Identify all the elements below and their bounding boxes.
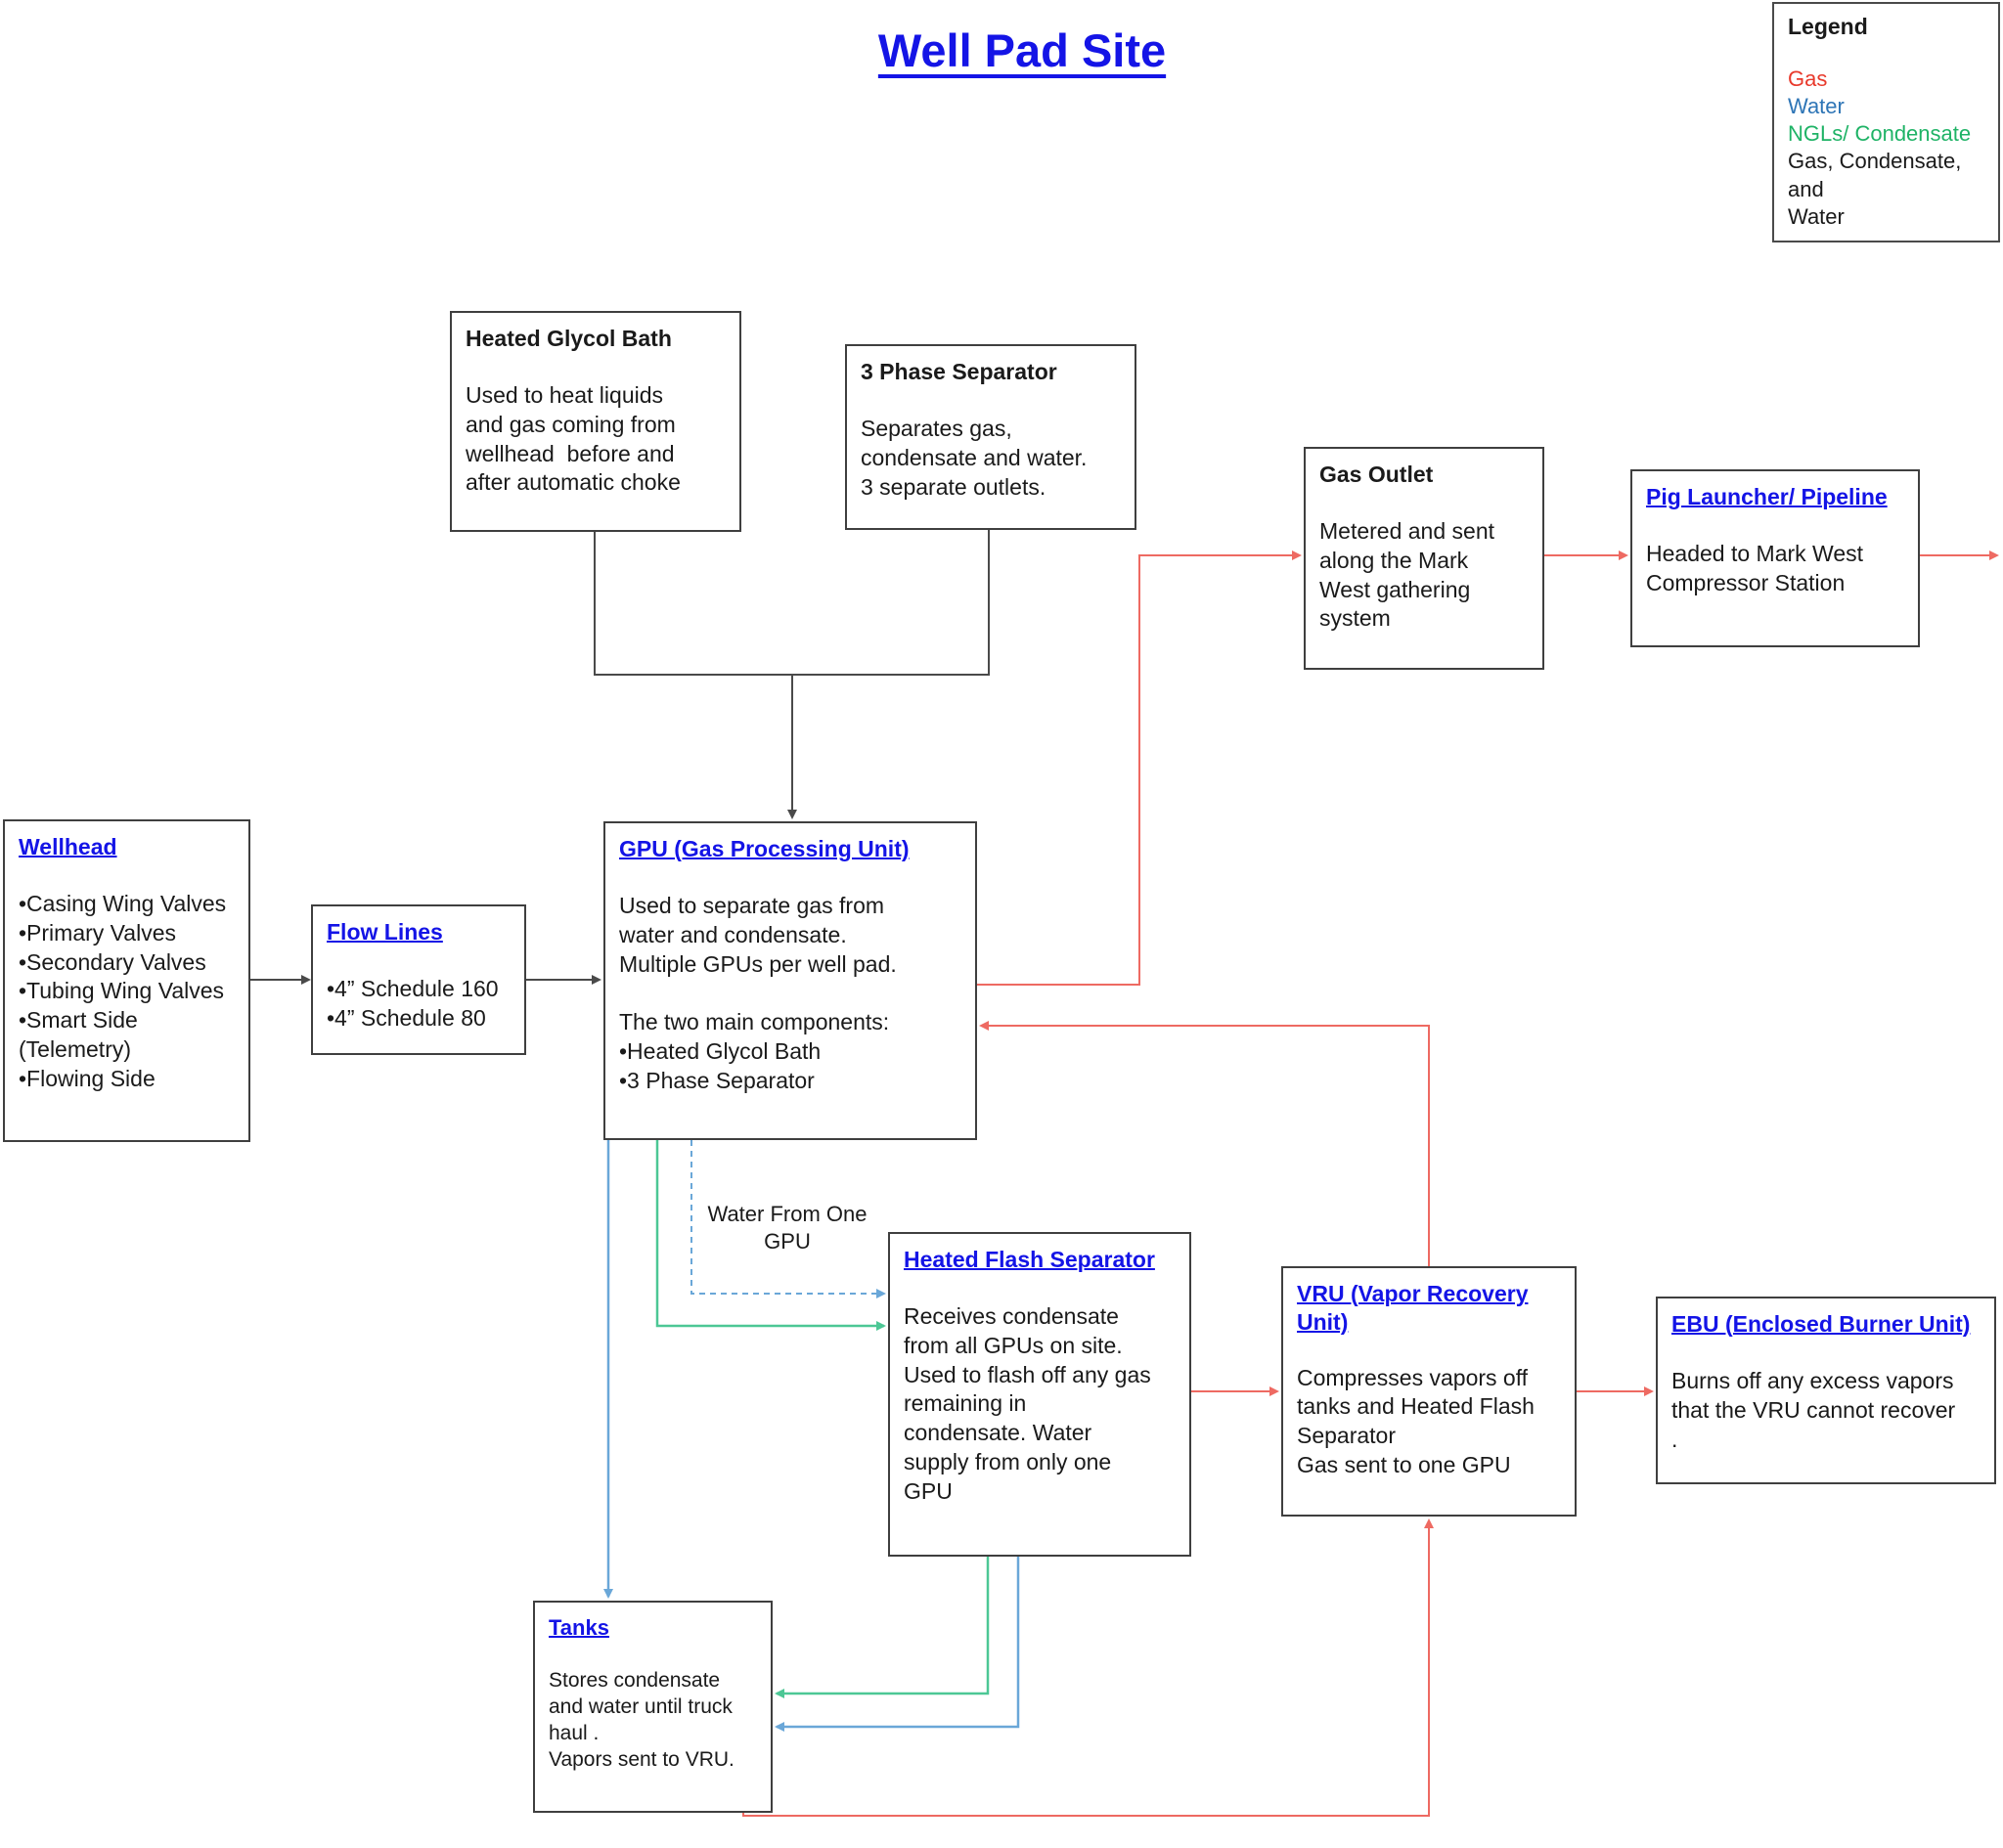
- box-tanks: Tanks Stores condensate and water until …: [533, 1601, 773, 1813]
- box-tanks-title: Tanks: [549, 1615, 609, 1640]
- box-ebu: EBU (Enclosed Burner Unit) Burns off any…: [1656, 1297, 1996, 1484]
- page-title: Well Pad Site: [877, 24, 1167, 76]
- box-flow-lines: Flow Lines •4” Schedule 160 •4” Schedule…: [311, 904, 526, 1055]
- box-vru-title: VRU (Vapor Recovery Unit): [1297, 1281, 1529, 1335]
- box-ebu-body: Burns off any excess vapors that the VRU…: [1671, 1367, 1956, 1452]
- box-3-phase-separator: 3 Phase Separator Separates gas, condens…: [845, 344, 1136, 530]
- box-3-phase-separator-title: 3 Phase Separator: [861, 359, 1057, 384]
- box-gpu-body: Used to separate gas from water and cond…: [619, 892, 897, 1094]
- box-flow-lines-body: •4” Schedule 160 •4” Schedule 80: [327, 975, 499, 1031]
- box-tanks-body: Stores condensate and water until truck …: [549, 1668, 734, 1772]
- box-gas-outlet: Gas Outlet Metered and sent along the Ma…: [1304, 447, 1544, 670]
- legend-item-ngls-condensate: NGLs/ Condensate: [1788, 121, 1972, 147]
- box-heated-glycol-bath: Heated Glycol Bath Used to heat liquids …: [450, 311, 741, 532]
- connector-condensate-hfs-to-tanks: [775, 1557, 990, 1698]
- box-heated-flash-separator: Heated Flash Separator Receives condensa…: [888, 1232, 1191, 1557]
- box-pig-launcher-pipeline: Pig Launcher/ Pipeline Headed to Mark We…: [1630, 469, 1920, 647]
- box-wellhead-title: Wellhead: [19, 834, 117, 859]
- legend-title: Legend: [1788, 14, 1868, 39]
- box-heated-glycol-bath-title: Heated Glycol Bath: [466, 326, 672, 351]
- box-gas-outlet-body: Metered and sent along the Mark West gat…: [1319, 517, 1495, 632]
- legend-item-gas: Gas: [1788, 66, 1828, 91]
- box-3-phase-separator-body: Separates gas, condensate and water. 3 s…: [861, 415, 1088, 500]
- box-heated-glycol-bath-body: Used to heat liquids and gas coming from…: [466, 381, 681, 496]
- box-heated-flash-separator-body: Receives condensate from all GPUs on sit…: [904, 1302, 1151, 1505]
- box-pig-launcher-pipeline-title: Pig Launcher/ Pipeline: [1646, 484, 1888, 509]
- connector-water-hfs-to-tanks: [775, 1557, 1020, 1732]
- legend-item-water: Water: [1788, 94, 1845, 119]
- connector-vapors-tanks-to-vru: [742, 1518, 1434, 1817]
- box-wellhead-body: •Casing Wing Valves •Primary Valves •Sec…: [19, 890, 227, 1092]
- box-pig-launcher-pipeline-body: Headed to Mark West Compressor Station: [1646, 540, 1864, 595]
- legend: Legend Gas Water NGLs/ Condensate Gas, C…: [1772, 2, 2000, 242]
- box-vru-body: Compresses vapors off tanks and Heated F…: [1297, 1364, 1535, 1478]
- flow-label-water-from-one-gpu: Water From One GPU: [707, 1202, 868, 1254]
- box-wellhead: Wellhead •Casing Wing Valves •Primary Va…: [3, 819, 250, 1142]
- box-vru: VRU (Vapor Recovery Unit) Compresses vap…: [1281, 1266, 1577, 1517]
- connector-gas-vru-to-gpu: [979, 1021, 1430, 1266]
- box-heated-flash-separator-title: Heated Flash Separator: [904, 1247, 1155, 1272]
- box-flow-lines-title: Flow Lines: [327, 919, 443, 945]
- box-gpu-title: GPU (Gas Processing Unit): [619, 836, 910, 861]
- box-gas-outlet-title: Gas Outlet: [1319, 462, 1434, 487]
- box-ebu-title: EBU (Enclosed Burner Unit): [1671, 1311, 1971, 1337]
- box-gpu: GPU (Gas Processing Unit) Used to separa…: [603, 821, 977, 1140]
- legend-item-gas-condensate-water: Gas, Condensate, and Water: [1788, 149, 1962, 229]
- connector-gas-gpu-to-gas-outlet: [977, 550, 1302, 986]
